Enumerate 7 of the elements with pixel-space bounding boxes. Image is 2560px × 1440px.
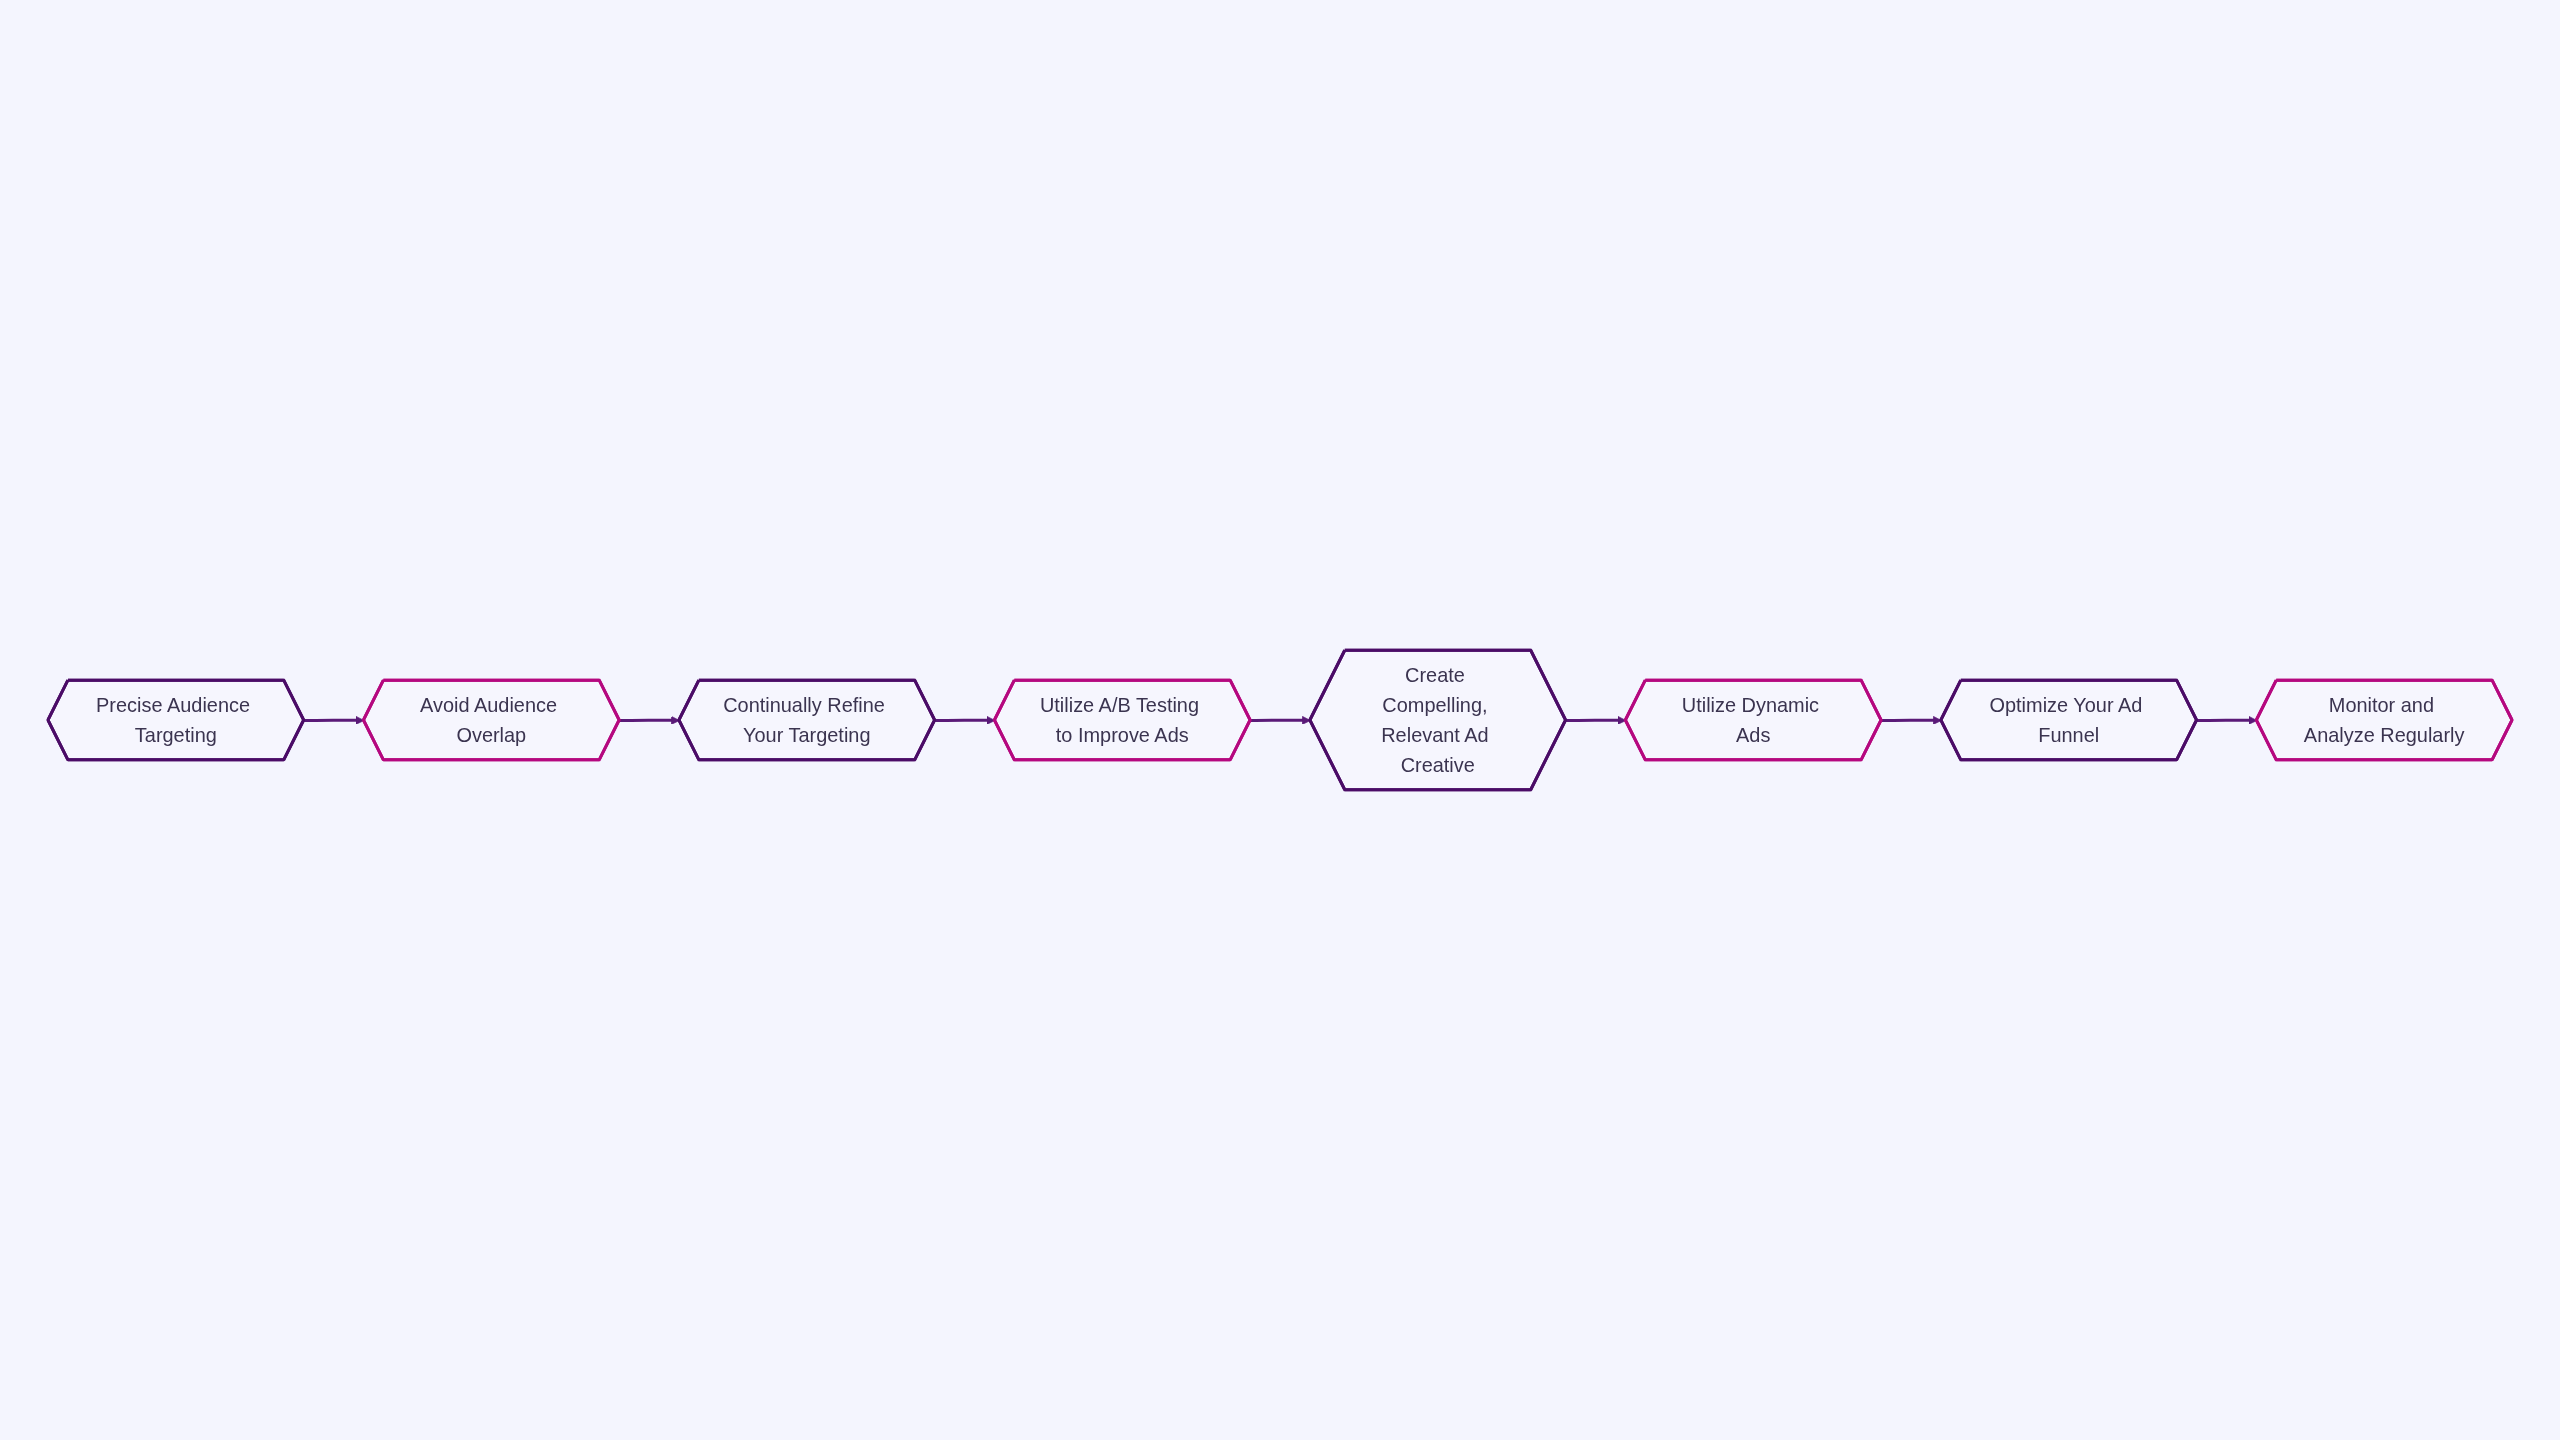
arrow [304, 716, 365, 725]
arrow [1881, 716, 1942, 725]
arrow [619, 716, 680, 725]
arrow [1250, 716, 1311, 725]
arrow [935, 716, 996, 725]
arrow [2197, 716, 2258, 725]
arrow [1566, 716, 1627, 725]
